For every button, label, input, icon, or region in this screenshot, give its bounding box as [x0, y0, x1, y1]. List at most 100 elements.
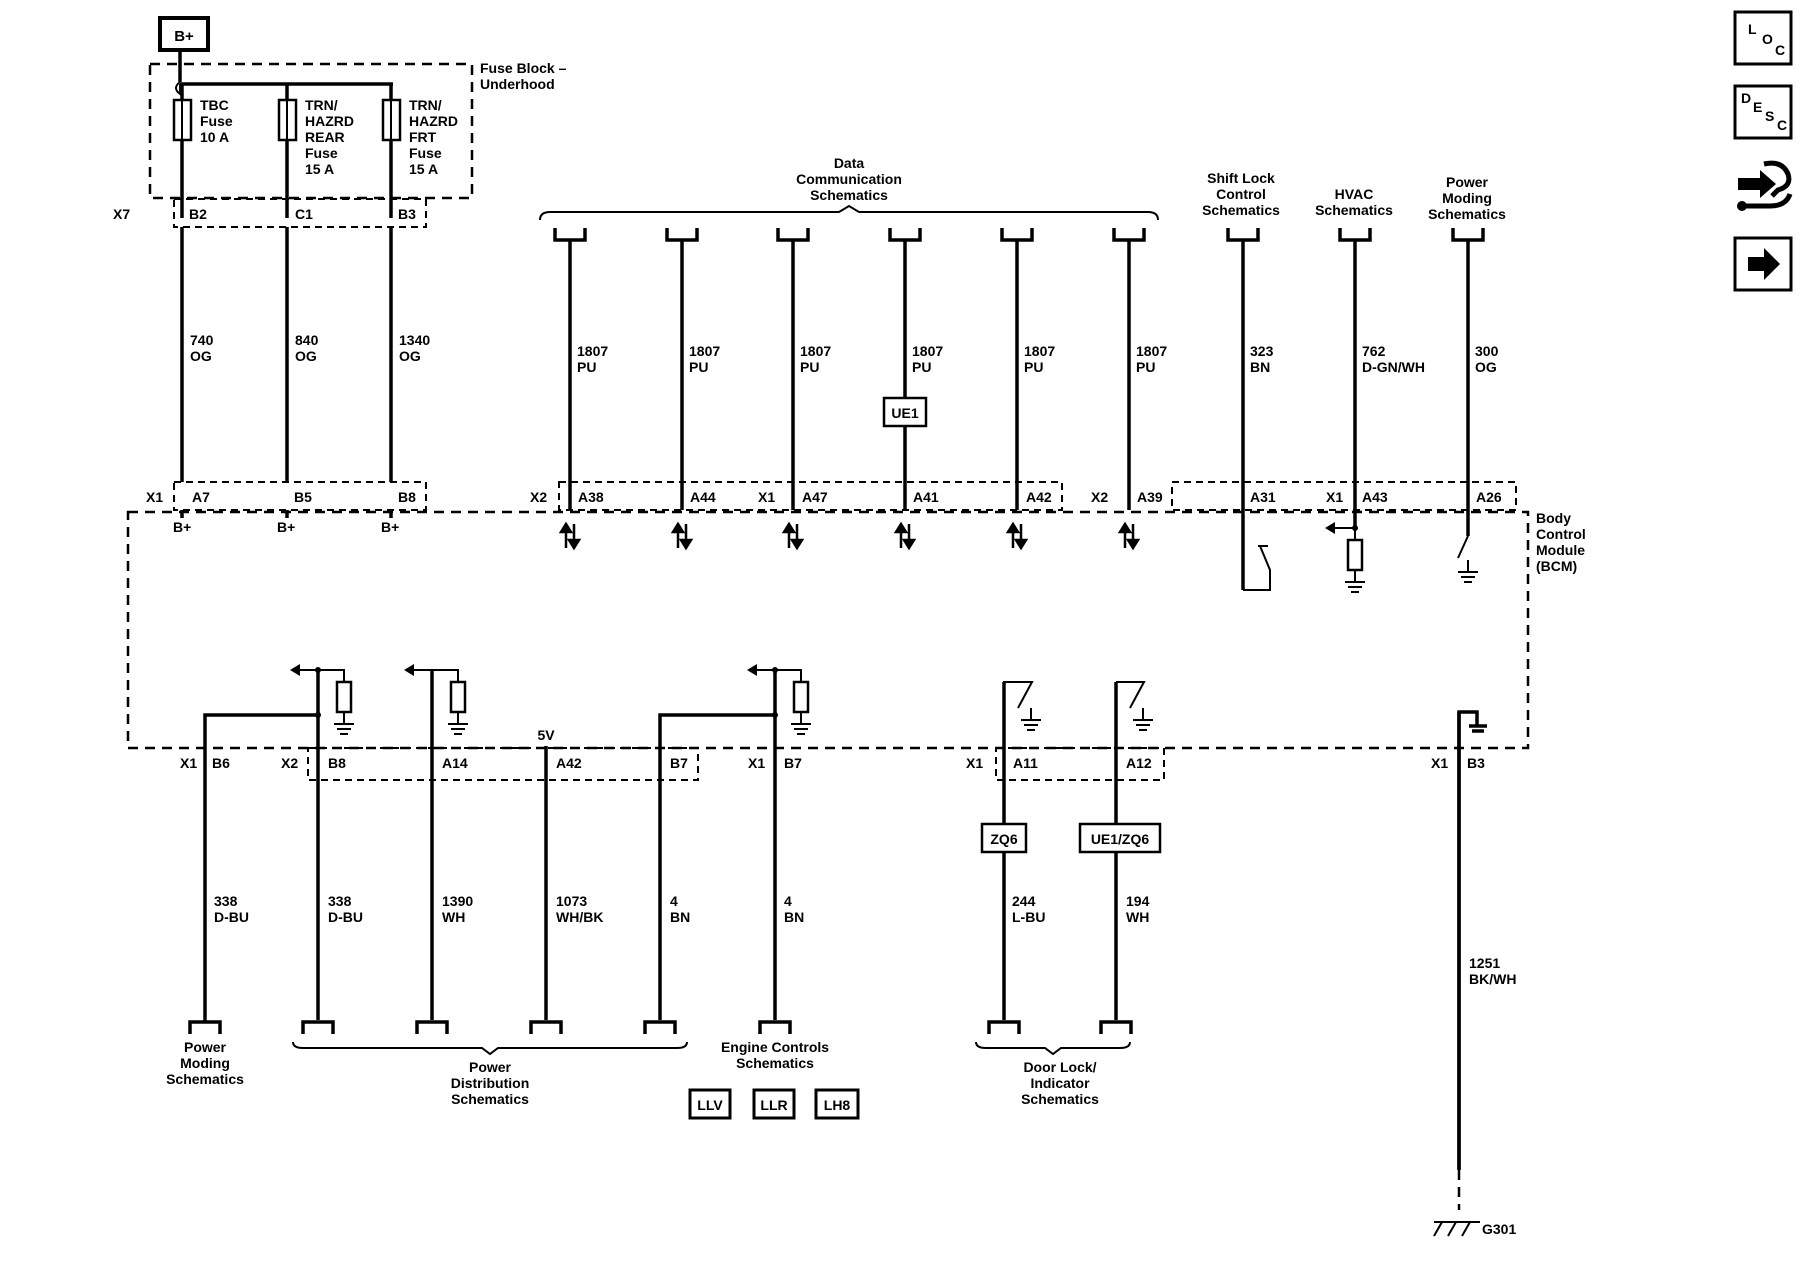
bottom-wire-labels: 338 D-BU 338 D-BU 1390 WH 1073 WH/BK 4 B…	[214, 893, 1516, 987]
svg-text:X1: X1	[748, 755, 765, 771]
svg-text:C1: C1	[295, 206, 313, 222]
svg-text:Fuse: Fuse	[409, 145, 442, 161]
data-comm-connector-cap	[553, 228, 587, 242]
svg-text:BN: BN	[670, 909, 690, 925]
fuse-block-underhood: Fuse Block – Underhood TBC Fuse 10 A TRN…	[113, 60, 567, 228]
desc-icon[interactable]: D E S C	[1733, 84, 1793, 140]
data-comm-wire-color: PU	[800, 359, 819, 375]
svg-text:762: 762	[1362, 343, 1386, 359]
svg-text:UE1/ZQ6: UE1/ZQ6	[1091, 831, 1150, 847]
svg-text:X7: X7	[113, 206, 130, 222]
svg-text:338: 338	[214, 893, 238, 909]
svg-text:L-BU: L-BU	[1012, 909, 1045, 925]
svg-text:B+: B+	[174, 28, 194, 45]
svg-text:D-BU: D-BU	[214, 909, 249, 925]
svg-text:(BCM): (BCM)	[1536, 558, 1577, 574]
svg-text:Door Lock/: Door Lock/	[1023, 1059, 1096, 1075]
data-comm-connector-cap	[1112, 228, 1146, 242]
svg-text:OG: OG	[1475, 359, 1497, 375]
door-lock-option-boxes: ZQ6 UE1/ZQ6	[980, 822, 1162, 854]
svg-text:WH/BK: WH/BK	[556, 909, 603, 925]
svg-text:Schematics: Schematics	[1428, 206, 1506, 222]
svg-text:A11: A11	[1013, 755, 1038, 771]
svg-text:B7: B7	[784, 755, 802, 771]
svg-text:A43: A43	[1362, 489, 1388, 505]
svg-text:B7: B7	[670, 755, 688, 771]
svg-text:Schematics: Schematics	[810, 187, 888, 203]
svg-text:X2: X2	[1091, 489, 1108, 505]
svg-text:B+: B+	[381, 519, 399, 535]
svg-text:B3: B3	[398, 206, 416, 222]
svg-text:A12: A12	[1126, 755, 1152, 771]
svg-text:Module: Module	[1536, 542, 1585, 558]
bidirectional-arrow-icon	[1005, 521, 1029, 551]
svg-text:15 A: 15 A	[305, 161, 334, 177]
svg-text:A42: A42	[556, 755, 582, 771]
svg-text:C: C	[1775, 42, 1785, 58]
data-comm-wire-color: PU	[689, 359, 708, 375]
data-comm-wire-color: PU	[1136, 359, 1155, 375]
svg-text:Schematics: Schematics	[1202, 202, 1280, 218]
svg-text:B+: B+	[277, 519, 295, 535]
svg-text:WH: WH	[442, 909, 465, 925]
svg-text:TRN/: TRN/	[409, 97, 442, 113]
data-communication-group: Data Communication Schematics 1807PU1807…	[530, 155, 1167, 511]
svg-text:1390: 1390	[442, 893, 473, 909]
svg-text:X1: X1	[1431, 755, 1448, 771]
svg-text:X2: X2	[530, 489, 547, 505]
svg-text:BK/WH: BK/WH	[1469, 971, 1516, 987]
hvac-group: HVAC Schematics 762 D-GN/WH X1 A43	[1315, 186, 1425, 593]
svg-text:X1: X1	[966, 755, 983, 771]
svg-text:A14: A14	[442, 755, 468, 771]
connector-tool-icon[interactable]	[1737, 160, 1793, 211]
bottom-connector-caps	[188, 760, 1133, 1034]
svg-text:194: 194	[1126, 893, 1150, 909]
data-comm-connector-cap	[665, 228, 699, 242]
data-comm-wire-circuit: 1807	[689, 343, 720, 359]
svg-text:Power: Power	[184, 1039, 227, 1055]
svg-text:Fuse Block –: Fuse Block –	[480, 60, 567, 76]
svg-text:Body: Body	[1536, 510, 1571, 526]
bidirectional-arrow-icon	[670, 521, 694, 551]
svg-text:Power: Power	[469, 1059, 512, 1075]
svg-text:HVAC: HVAC	[1335, 186, 1374, 202]
svg-text:A47: A47	[802, 489, 828, 505]
svg-text:D-BU: D-BU	[328, 909, 363, 925]
svg-text:Schematics: Schematics	[1315, 202, 1393, 218]
svg-text:Power: Power	[1446, 174, 1489, 190]
svg-text:A41: A41	[913, 489, 939, 505]
svg-text:338: 338	[328, 893, 352, 909]
svg-text:4: 4	[784, 893, 792, 909]
data-line-arrows	[558, 521, 1141, 551]
svg-text:Control: Control	[1536, 526, 1586, 542]
svg-text:OG: OG	[295, 348, 317, 364]
svg-text:Shift Lock: Shift Lock	[1207, 170, 1275, 186]
svg-text:Schematics: Schematics	[451, 1091, 529, 1107]
svg-text:323: 323	[1250, 343, 1274, 359]
svg-text:Schematics: Schematics	[736, 1055, 814, 1071]
svg-text:LLR: LLR	[760, 1097, 787, 1113]
svg-text:LH8: LH8	[824, 1097, 851, 1113]
svg-text:840: 840	[295, 332, 319, 348]
svg-text:B+: B+	[173, 519, 191, 535]
svg-text:A42: A42	[1026, 489, 1052, 505]
svg-text:Underhood: Underhood	[480, 76, 555, 92]
svg-text:O: O	[1762, 31, 1773, 47]
data-comm-connector-cap	[888, 228, 922, 242]
svg-text:OG: OG	[190, 348, 212, 364]
data-comm-wire-circuit: 1807	[912, 343, 943, 359]
svg-text:ZQ6: ZQ6	[990, 831, 1017, 847]
svg-text:300: 300	[1475, 343, 1499, 359]
svg-text:E: E	[1753, 99, 1762, 115]
data-comm-wire-color: PU	[1024, 359, 1043, 375]
svg-text:Schematics: Schematics	[166, 1071, 244, 1087]
svg-text:LLV: LLV	[697, 1097, 723, 1113]
loc-icon[interactable]: L O C	[1733, 10, 1793, 66]
svg-text:Moding: Moding	[180, 1055, 230, 1071]
svg-text:UE1: UE1	[891, 405, 918, 421]
svg-text:X1: X1	[180, 755, 197, 771]
svg-text:TBC: TBC	[200, 97, 229, 113]
data-comm-wire-color: PU	[577, 359, 596, 375]
data-comm-connector-cap	[776, 228, 810, 242]
next-arrow-icon[interactable]	[1733, 236, 1793, 292]
